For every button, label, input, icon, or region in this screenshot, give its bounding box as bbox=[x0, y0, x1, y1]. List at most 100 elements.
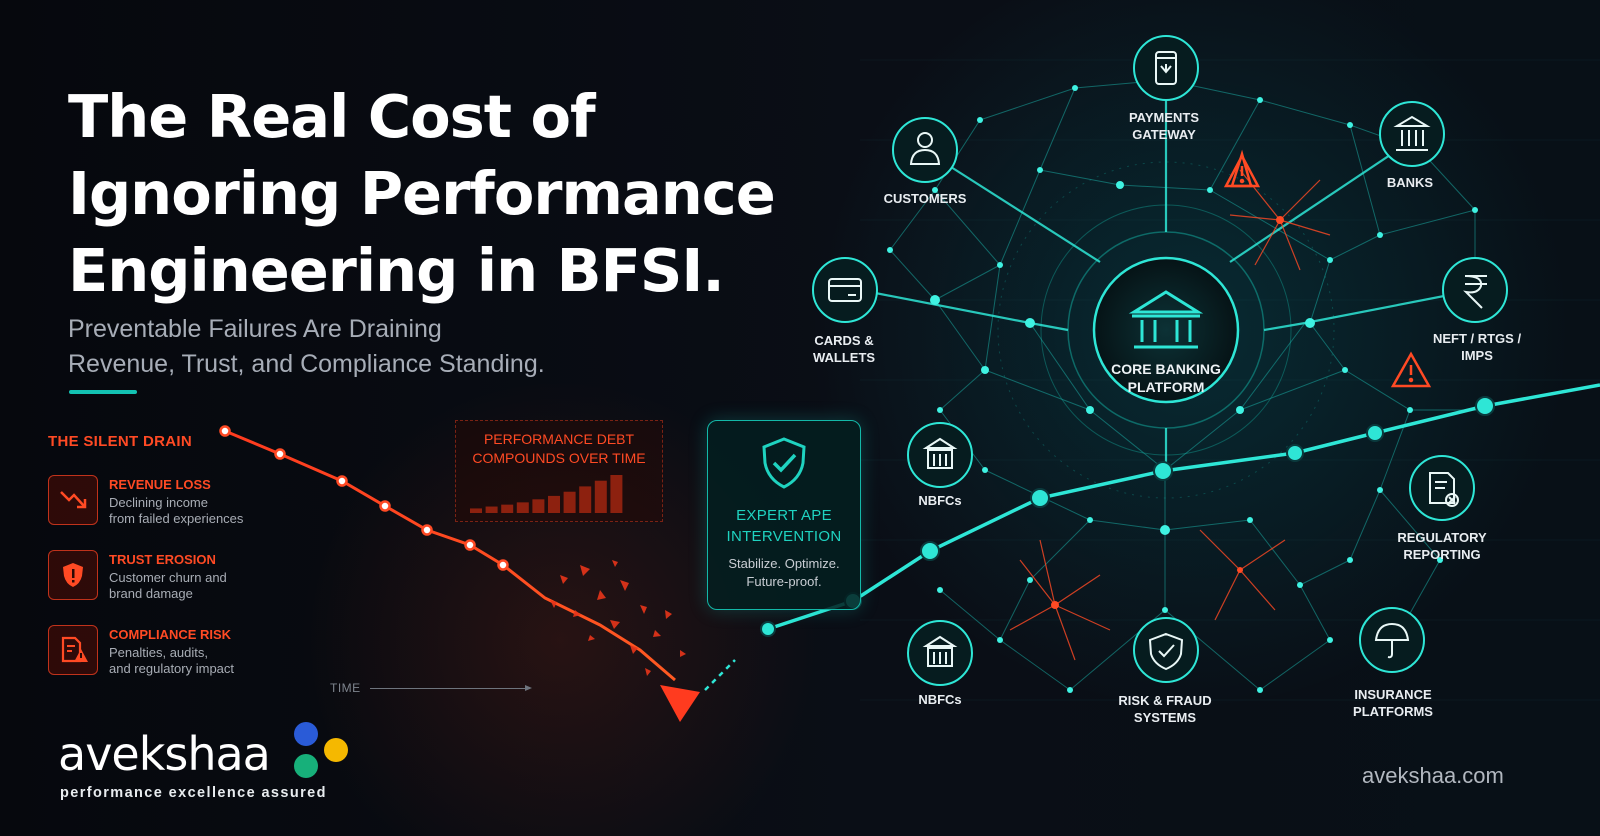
label-line: NEFT / RTGS / bbox=[1432, 331, 1522, 346]
risk-node bbox=[1133, 617, 1199, 683]
drain-item-title: TRUST EROSION bbox=[109, 552, 216, 567]
label-line: RISK & FRAUD bbox=[1118, 693, 1212, 708]
label-line: CARDS & bbox=[814, 333, 874, 348]
accent-divider bbox=[69, 390, 137, 394]
customer-icon bbox=[909, 132, 941, 165]
desc-line: Declining income bbox=[109, 495, 208, 510]
subtitle: Preventable Failures Are Draining Revenu… bbox=[68, 312, 545, 382]
desc-line: from failed experiences bbox=[109, 511, 244, 526]
page-title: The Real Cost of Ignoring Performance En… bbox=[68, 78, 788, 309]
debt-title-line: COMPOUNDS OVER TIME bbox=[472, 450, 646, 466]
desc-line: Customer churn and bbox=[109, 570, 227, 585]
drain-item-revenue-loss: REVENUE LOSS Declining income from faile… bbox=[48, 475, 408, 535]
node-icons bbox=[828, 51, 1487, 671]
debt-bar bbox=[579, 486, 592, 513]
brand-logo-mark bbox=[294, 722, 354, 782]
core-banking-node bbox=[1092, 256, 1240, 404]
label-line: SYSTEMS bbox=[1133, 710, 1197, 725]
core-label-line: CORE BANKING bbox=[1111, 361, 1221, 377]
cards-node bbox=[812, 257, 878, 323]
node-label-risk: RISK & FRAUD SYSTEMS bbox=[1118, 692, 1211, 726]
debt-bar bbox=[516, 502, 529, 513]
card-icon bbox=[828, 278, 862, 302]
rupee-icon bbox=[1463, 275, 1487, 309]
core-banking-label: CORE BANKING PLATFORM bbox=[1111, 360, 1221, 396]
time-arrow bbox=[370, 685, 532, 691]
drain-item-title: REVENUE LOSS bbox=[109, 477, 211, 492]
warning-icon bbox=[1223, 149, 1261, 188]
desc-line: brand damage bbox=[109, 586, 193, 601]
debt-title-line: PERFORMANCE DEBT bbox=[483, 431, 635, 447]
logo-dot-green bbox=[294, 754, 318, 778]
ape-subtitle-line: Future-proof. bbox=[746, 574, 822, 589]
node-label-cards: CARDS & WALLETS bbox=[813, 332, 875, 366]
debt-bar bbox=[485, 506, 498, 513]
label-line: REPORTING bbox=[1403, 547, 1481, 562]
label-line: NBFCs bbox=[918, 493, 962, 508]
label-line: CUSTOMERS bbox=[883, 191, 967, 206]
neft-node bbox=[1442, 257, 1508, 323]
desc-line: and regulatory impact bbox=[109, 661, 235, 676]
drain-item-desc: Penalties, audits, and regulatory impact bbox=[109, 645, 279, 677]
ape-title-line: INTERVENTION bbox=[726, 528, 842, 545]
drain-item-title: COMPLIANCE RISK bbox=[109, 627, 232, 642]
node-label-insurance: INSURANCE PLATFORMS bbox=[1353, 686, 1433, 720]
performance-debt-panel: PERFORMANCE DEBT COMPOUNDS OVER TIME bbox=[455, 420, 663, 522]
shield-check-icon bbox=[1148, 632, 1184, 671]
mobile-payment-icon bbox=[1155, 51, 1177, 85]
ape-intervention-panel: EXPERT APE INTERVENTION Stabilize. Optim… bbox=[707, 420, 861, 610]
title-line-2: Ignoring Performance bbox=[68, 159, 776, 228]
debt-bar bbox=[610, 475, 623, 513]
label-line: GATEWAY bbox=[1132, 127, 1196, 142]
report-icon bbox=[1429, 472, 1459, 507]
ape-title: EXPERT APE INTERVENTION bbox=[708, 505, 860, 547]
node-label-nbfc-2: NBFCs bbox=[918, 691, 961, 708]
label-line: BANKS bbox=[1386, 175, 1434, 190]
label-line: REGULATORY bbox=[1397, 530, 1487, 545]
shield-alert-icon bbox=[48, 550, 98, 600]
failure-hubs bbox=[1051, 216, 1284, 609]
ape-title-line: EXPERT APE bbox=[736, 507, 832, 524]
node-label-neft: NEFT / RTGS / IMPS bbox=[1433, 330, 1521, 364]
core-label-line: PLATFORM bbox=[1127, 379, 1205, 395]
brand-tagline: performance excellence assured bbox=[60, 785, 327, 801]
debt-bar bbox=[548, 495, 560, 513]
node-label-customers: CUSTOMERS bbox=[884, 190, 967, 207]
drain-item-trust-erosion: TRUST EROSION Customer churn and brand d… bbox=[48, 550, 408, 610]
outer-nodes bbox=[812, 35, 1508, 686]
label-line: WALLETS bbox=[812, 350, 876, 365]
debt-bar bbox=[594, 480, 607, 513]
label-line: IMPS bbox=[1461, 348, 1493, 363]
subtitle-line-1: Preventable Failures Are Draining bbox=[68, 315, 442, 343]
silent-drain-title: THE SILENT DRAIN bbox=[48, 433, 192, 450]
shield-check-icon bbox=[762, 437, 806, 489]
banks-icon bbox=[1393, 115, 1431, 151]
network-dots bbox=[887, 85, 1493, 693]
performance-debt-title: PERFORMANCE DEBT COMPOUNDS OVER TIME bbox=[456, 430, 662, 468]
website-link[interactable]: avekshaa.com bbox=[1362, 763, 1504, 788]
debt-bars bbox=[470, 475, 623, 513]
drain-item-compliance-risk: COMPLIANCE RISK Penalties, audits, and r… bbox=[48, 625, 408, 685]
label-line: NBFCs bbox=[918, 692, 962, 707]
drain-item-desc: Customer churn and brand damage bbox=[109, 570, 279, 602]
ape-subtitle-line: Stabilize. Optimize. bbox=[728, 556, 840, 571]
logo-dot-yellow bbox=[324, 738, 348, 762]
building-icon bbox=[922, 635, 958, 667]
debt-bar bbox=[532, 499, 545, 513]
umbrella-icon bbox=[1374, 622, 1410, 659]
label-line: INSURANCE bbox=[1354, 687, 1432, 702]
node-label-payments: PAYMENTS GATEWAY bbox=[1129, 109, 1199, 143]
logo-dot-blue bbox=[294, 722, 318, 746]
ape-subtitle: Stabilize. Optimize. Future-proof. bbox=[708, 555, 860, 591]
debt-bar bbox=[501, 504, 514, 513]
title-line-3: Engineering in BFSI. bbox=[68, 236, 725, 305]
drain-item-desc: Declining income from failed experiences bbox=[109, 495, 279, 527]
debt-bar bbox=[563, 491, 576, 513]
brand-logo-wordmark: avekshaa bbox=[58, 727, 271, 781]
desc-line: Penalties, audits, bbox=[109, 645, 209, 660]
title-line-1: The Real Cost of bbox=[68, 82, 596, 151]
warning-triangles bbox=[1223, 149, 1432, 388]
node-label-banks: BANKS bbox=[1387, 174, 1433, 191]
